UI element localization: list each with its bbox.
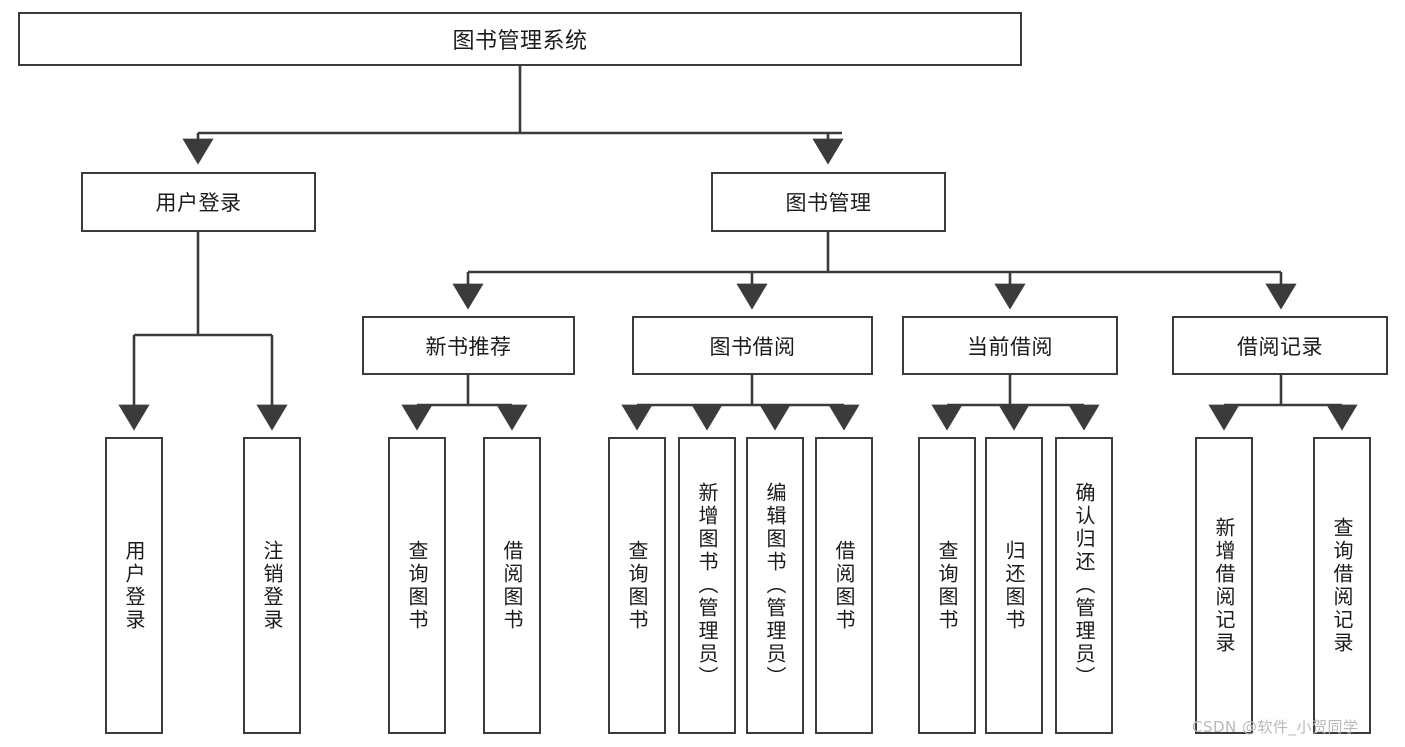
- node-leaf-query-book-3[interactable]: 查询图书: [918, 437, 976, 734]
- node-user-login[interactable]: 用户登录: [81, 172, 316, 232]
- node-leaf-query-book-3-label: 查询图书: [935, 539, 959, 632]
- node-book-borrow-label: 图书借阅: [709, 334, 796, 359]
- node-leaf-add-record[interactable]: 新增借阅记录: [1195, 437, 1253, 734]
- node-leaf-query-record-label: 查询借阅记录: [1330, 516, 1354, 655]
- node-new-book-rec[interactable]: 新书推荐: [362, 316, 575, 375]
- node-leaf-user-login[interactable]: 用户登录: [105, 437, 163, 734]
- node-leaf-query-record[interactable]: 查询借阅记录: [1313, 437, 1371, 734]
- node-leaf-return-book-label: 归还图书: [1002, 539, 1026, 632]
- node-root-label: 图书管理系统: [452, 29, 588, 54]
- node-user-login-label: 用户登录: [155, 191, 242, 215]
- node-current-borrow-label: 当前借阅: [967, 334, 1053, 359]
- node-leaf-add-record-label: 新增借阅记录: [1212, 516, 1236, 655]
- node-book-manage-label: 图书管理: [785, 191, 872, 215]
- node-borrow-record-label: 借阅记录: [1237, 334, 1323, 359]
- node-leaf-borrow-book-2[interactable]: 借阅图书: [815, 437, 873, 734]
- node-leaf-logout[interactable]: 注销登录: [243, 437, 301, 734]
- node-leaf-add-book[interactable]: 新增图书（管理员）: [678, 437, 736, 734]
- node-leaf-query-book-2-label: 查询图书: [625, 539, 649, 632]
- node-leaf-borrow-book-1-label: 借阅图书: [500, 539, 524, 632]
- node-leaf-query-book-1[interactable]: 查询图书: [388, 437, 446, 734]
- node-leaf-query-book-2[interactable]: 查询图书: [608, 437, 666, 734]
- node-leaf-confirm-return[interactable]: 确认归还（管理员）: [1055, 437, 1113, 734]
- node-leaf-user-login-label: 用户登录: [122, 539, 146, 632]
- node-borrow-record[interactable]: 借阅记录: [1172, 316, 1388, 375]
- node-root[interactable]: 图书管理系统: [18, 12, 1022, 66]
- node-leaf-borrow-book-1[interactable]: 借阅图书: [483, 437, 541, 734]
- node-book-manage[interactable]: 图书管理: [711, 172, 946, 232]
- node-leaf-return-book[interactable]: 归还图书: [985, 437, 1043, 734]
- node-book-borrow[interactable]: 图书借阅: [632, 316, 873, 375]
- node-leaf-logout-label: 注销登录: [260, 539, 284, 632]
- watermark-text: CSDN @软件_小贺同学: [1192, 718, 1359, 736]
- node-leaf-edit-book[interactable]: 编辑图书（管理员）: [746, 437, 804, 734]
- node-leaf-confirm-return-label: 确认归还（管理员）: [1072, 482, 1096, 689]
- node-new-book-rec-label: 新书推荐: [425, 334, 512, 359]
- node-leaf-borrow-book-2-label: 借阅图书: [832, 539, 856, 632]
- node-current-borrow[interactable]: 当前借阅: [902, 316, 1118, 375]
- node-leaf-query-book-1-label: 查询图书: [405, 539, 429, 632]
- node-leaf-add-book-label: 新增图书（管理员）: [695, 482, 719, 689]
- node-leaf-edit-book-label: 编辑图书（管理员）: [763, 482, 787, 689]
